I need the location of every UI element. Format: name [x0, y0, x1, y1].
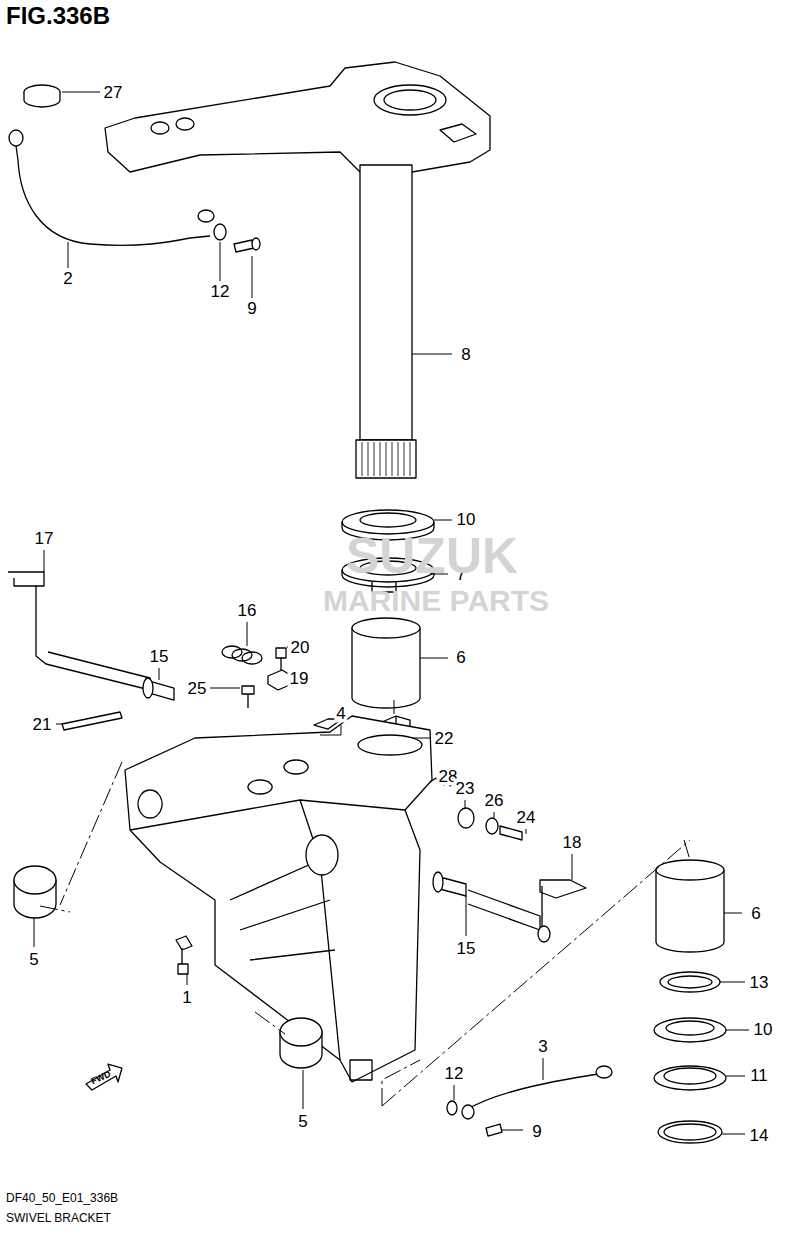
callout-number: 12 — [209, 282, 232, 301]
callout-number: 13 — [748, 973, 771, 992]
callout-number: 24 — [515, 808, 538, 827]
figure-caption: SWIVEL BRACKET — [6, 1212, 111, 1224]
callout-number: 6 — [749, 904, 762, 923]
callout-number: 6 — [454, 648, 467, 667]
callout-number: 19 — [288, 669, 311, 688]
callout-number: 10 — [455, 510, 478, 529]
callout-number: 8 — [459, 345, 472, 364]
callout-number: 16 — [236, 601, 259, 620]
callout-number: 23 — [454, 779, 477, 798]
callout-number: 27 — [102, 83, 125, 102]
callout-number: 17 — [33, 529, 56, 548]
figure-code: DF40_50_E01_336B — [6, 1192, 118, 1204]
callout-number: 21 — [31, 715, 54, 734]
callout-number: 14 — [748, 1126, 771, 1145]
watermark: MARINE PARTS — [323, 586, 549, 616]
callout-number: 2 — [61, 269, 74, 288]
callout-number: 18 — [561, 833, 584, 852]
callout-number: 26 — [483, 791, 506, 810]
callout-number: 15 — [455, 939, 478, 958]
callout-number: 5 — [27, 950, 40, 969]
callout-number: 12 — [443, 1064, 466, 1083]
callout-number: 20 — [289, 638, 312, 657]
callout-number: 25 — [186, 679, 209, 698]
callout-number: 11 — [748, 1066, 770, 1085]
callout-number: 9 — [245, 299, 258, 318]
callout-number: 15 — [148, 647, 171, 666]
figure-title: FIG.336B — [6, 4, 110, 28]
callout-number: 9 — [530, 1122, 543, 1141]
callout-number: 4 — [334, 704, 347, 723]
watermark: SUZUK — [346, 531, 518, 581]
callout-number: 10 — [752, 1020, 775, 1039]
callout-number: 1 — [180, 988, 193, 1007]
callout-number: 5 — [296, 1112, 309, 1131]
callout-number: 22 — [433, 729, 456, 748]
callout-number: 3 — [536, 1037, 549, 1056]
